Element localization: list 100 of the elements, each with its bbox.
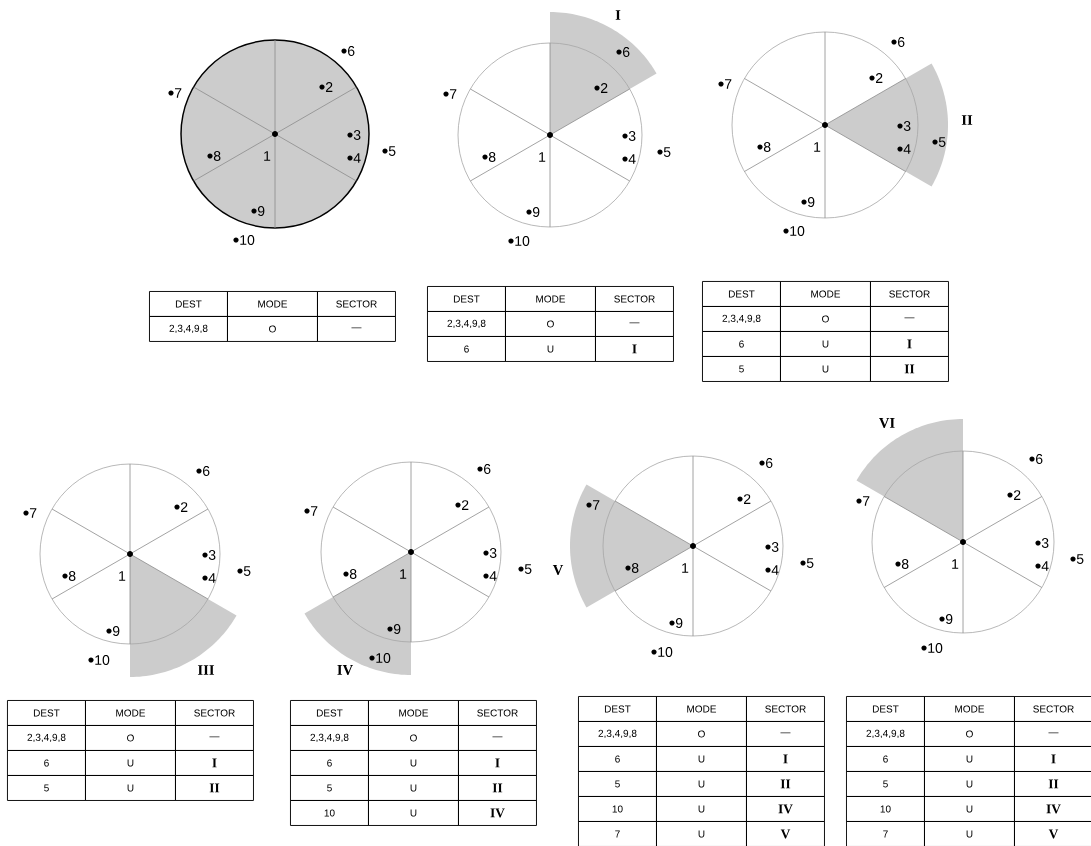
sector-numeral: IV — [337, 665, 353, 675]
point-label: 3 — [622, 131, 636, 141]
table-cell: 2,3,4,9,8 — [578, 721, 657, 747]
point-label: 8 — [757, 142, 771, 152]
table-header: MODE — [780, 281, 871, 307]
table-cell: 2,3,4,9,8 — [427, 311, 506, 337]
table-header: MODE — [505, 286, 596, 312]
table-cell: U — [656, 821, 747, 846]
table-cell: I — [458, 750, 537, 776]
point-label: 6 — [477, 464, 491, 474]
point-label: 2 — [594, 83, 608, 93]
table-cell: 6 — [290, 750, 369, 776]
table-cell: O — [505, 311, 596, 337]
point-label: 7 — [168, 88, 182, 98]
point-label: 1 — [952, 559, 959, 569]
table-cell: O — [924, 721, 1015, 747]
table-header: DEST — [427, 286, 506, 312]
table-header: MODE — [924, 696, 1015, 722]
table-cell: — — [458, 725, 537, 751]
table-cell: 2,3,4,9,8 — [7, 725, 86, 751]
table-cell: II — [1014, 771, 1091, 797]
point-label: 10 — [508, 236, 530, 246]
point-label: 1 — [400, 569, 407, 579]
point-label: 5 — [800, 558, 814, 568]
point-label: 7 — [586, 500, 600, 510]
point-label: 5 — [518, 564, 532, 574]
point-label: 4 — [347, 153, 361, 163]
point-label: 1 — [539, 152, 546, 162]
point-label: 4 — [483, 571, 497, 581]
table-cell: — — [317, 316, 396, 342]
point-label: 3 — [202, 550, 216, 560]
table-cell: 2,3,4,9,8 — [290, 725, 369, 751]
table-cell: IV — [746, 796, 825, 822]
table-cell: U — [780, 356, 871, 382]
point-label: 9 — [387, 624, 401, 634]
point-label: 3 — [1035, 538, 1049, 548]
point-label: 3 — [897, 121, 911, 131]
table-cell: O — [227, 316, 318, 342]
table-header: MODE — [227, 291, 318, 317]
table-cell: 6 — [7, 750, 86, 776]
point-label: 6 — [759, 458, 773, 468]
point-label: 8 — [343, 569, 357, 579]
point-label: 9 — [801, 197, 815, 207]
point-label: 6 — [341, 46, 355, 56]
point-label: 6 — [891, 37, 905, 47]
point-label: 10 — [233, 235, 255, 245]
point-label: 2 — [1007, 490, 1021, 500]
table-cell: IV — [458, 800, 537, 826]
table-cell: U — [368, 800, 459, 826]
table-cell: 5 — [578, 771, 657, 797]
point-label: 8 — [207, 151, 221, 161]
table-cell: U — [924, 771, 1015, 797]
table-cell: 7 — [846, 821, 925, 846]
table-cell: O — [656, 721, 747, 747]
table-cell: 2,3,4,9,8 — [702, 306, 781, 332]
table-cell: I — [1014, 746, 1091, 772]
point-label: 3 — [765, 542, 779, 552]
table-cell: U — [924, 821, 1015, 846]
point-label: 5 — [237, 566, 251, 576]
table-cell: 6 — [846, 746, 925, 772]
point-label: 2 — [319, 82, 333, 92]
table-header: DEST — [290, 700, 369, 726]
table-cell: U — [656, 796, 747, 822]
point-label: 1 — [682, 563, 689, 573]
table-header: MODE — [656, 696, 747, 722]
point-label: 5 — [382, 146, 396, 156]
point-label: 7 — [718, 79, 732, 89]
point-label: 4 — [1035, 561, 1049, 571]
table-cell: — — [870, 306, 949, 332]
table-cell: V — [746, 821, 825, 846]
table-cell: 10 — [578, 796, 657, 822]
sector-numeral: VI — [879, 418, 895, 428]
sector-numeral: I — [615, 10, 621, 20]
table-cell: U — [85, 775, 176, 801]
sector-numeral: II — [961, 115, 973, 125]
table-cell: V — [1014, 821, 1091, 846]
table-cell: II — [175, 775, 254, 801]
point-label: 7 — [443, 89, 457, 99]
table-cell: I — [870, 331, 949, 357]
table-cell: U — [656, 746, 747, 772]
point-label: 9 — [251, 206, 265, 216]
table-header: SECTOR — [317, 291, 396, 317]
table-cell: I — [175, 750, 254, 776]
table-header: DEST — [149, 291, 228, 317]
table-header: SECTOR — [746, 696, 825, 722]
table-header: DEST — [7, 700, 86, 726]
table-cell: IV — [1014, 796, 1091, 822]
table-cell: — — [746, 721, 825, 747]
point-label: 9 — [669, 618, 683, 628]
point-label: 8 — [625, 563, 639, 573]
table-cell: I — [746, 746, 825, 772]
table-header: DEST — [846, 696, 925, 722]
table-cell: II — [458, 775, 537, 801]
point-label: 2 — [174, 502, 188, 512]
table-header: SECTOR — [595, 286, 674, 312]
table-header: DEST — [578, 696, 657, 722]
table-cell: U — [368, 775, 459, 801]
table-header: SECTOR — [1014, 696, 1091, 722]
point-label: 5 — [657, 147, 671, 157]
point-label: 8 — [482, 152, 496, 162]
